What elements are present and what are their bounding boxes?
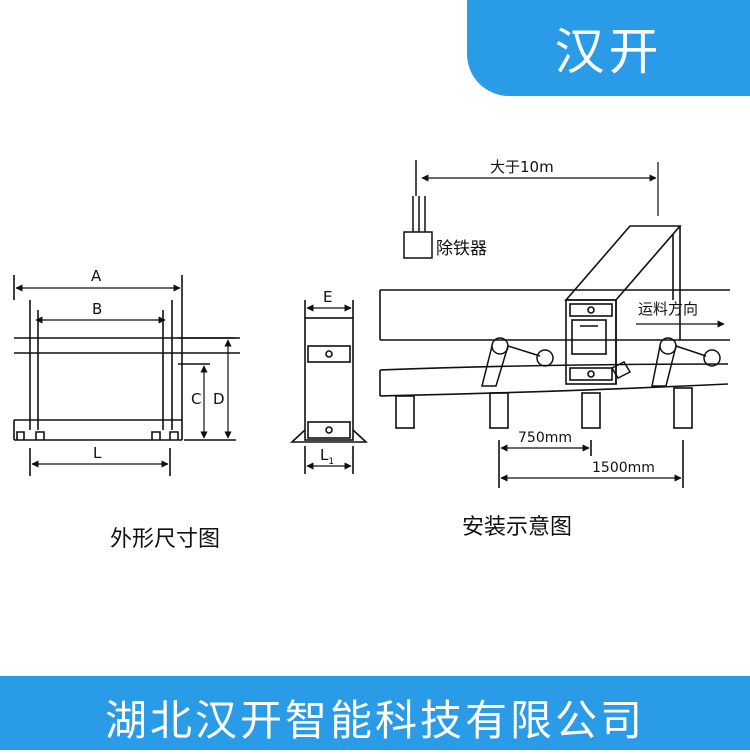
iron-remover-label: 除铁器 [436, 239, 487, 259]
dim-label-l: L [93, 444, 102, 462]
front-view [13, 275, 240, 476]
front-dimensions [15, 284, 232, 468]
dim-label-a: A [91, 267, 102, 285]
direction-label: 运料方向 [638, 300, 698, 318]
side-view [289, 300, 369, 474]
dim-label-c: C [191, 390, 201, 408]
dim-label-l1-sub: 1 [328, 457, 334, 467]
idler-rollers [481, 337, 721, 387]
install-caption: 安装示意图 [462, 515, 572, 540]
dim-label-d: D [213, 390, 225, 408]
dist-750-label: 750mm [518, 430, 572, 446]
outline-caption: 外形尺寸图 [110, 527, 220, 552]
metal-detector-gantry [564, 225, 682, 385]
dim-label-l1: L1 [320, 446, 334, 467]
spacing-dimensions [500, 444, 682, 482]
iron-remover-symbol [403, 160, 433, 259]
dim-label-l1-main: L [320, 446, 329, 464]
dim-label-b: B [92, 300, 102, 318]
brand-name: 汉开 [554, 23, 663, 81]
dist-1500-label: 1500mm [592, 460, 655, 476]
dist-10m-label: 大于10m [490, 158, 554, 176]
company-footer: 湖北汉开智能科技有限公司 [0, 676, 750, 750]
side-dimensions [306, 304, 352, 470]
brand-badge: 汉开 [467, 0, 750, 96]
dim-label-e: E [323, 288, 332, 306]
dist-10m-dimension [421, 162, 659, 216]
company-name: 湖北汉开智能科技有限公司 [104, 696, 645, 745]
support-legs [395, 387, 693, 488]
